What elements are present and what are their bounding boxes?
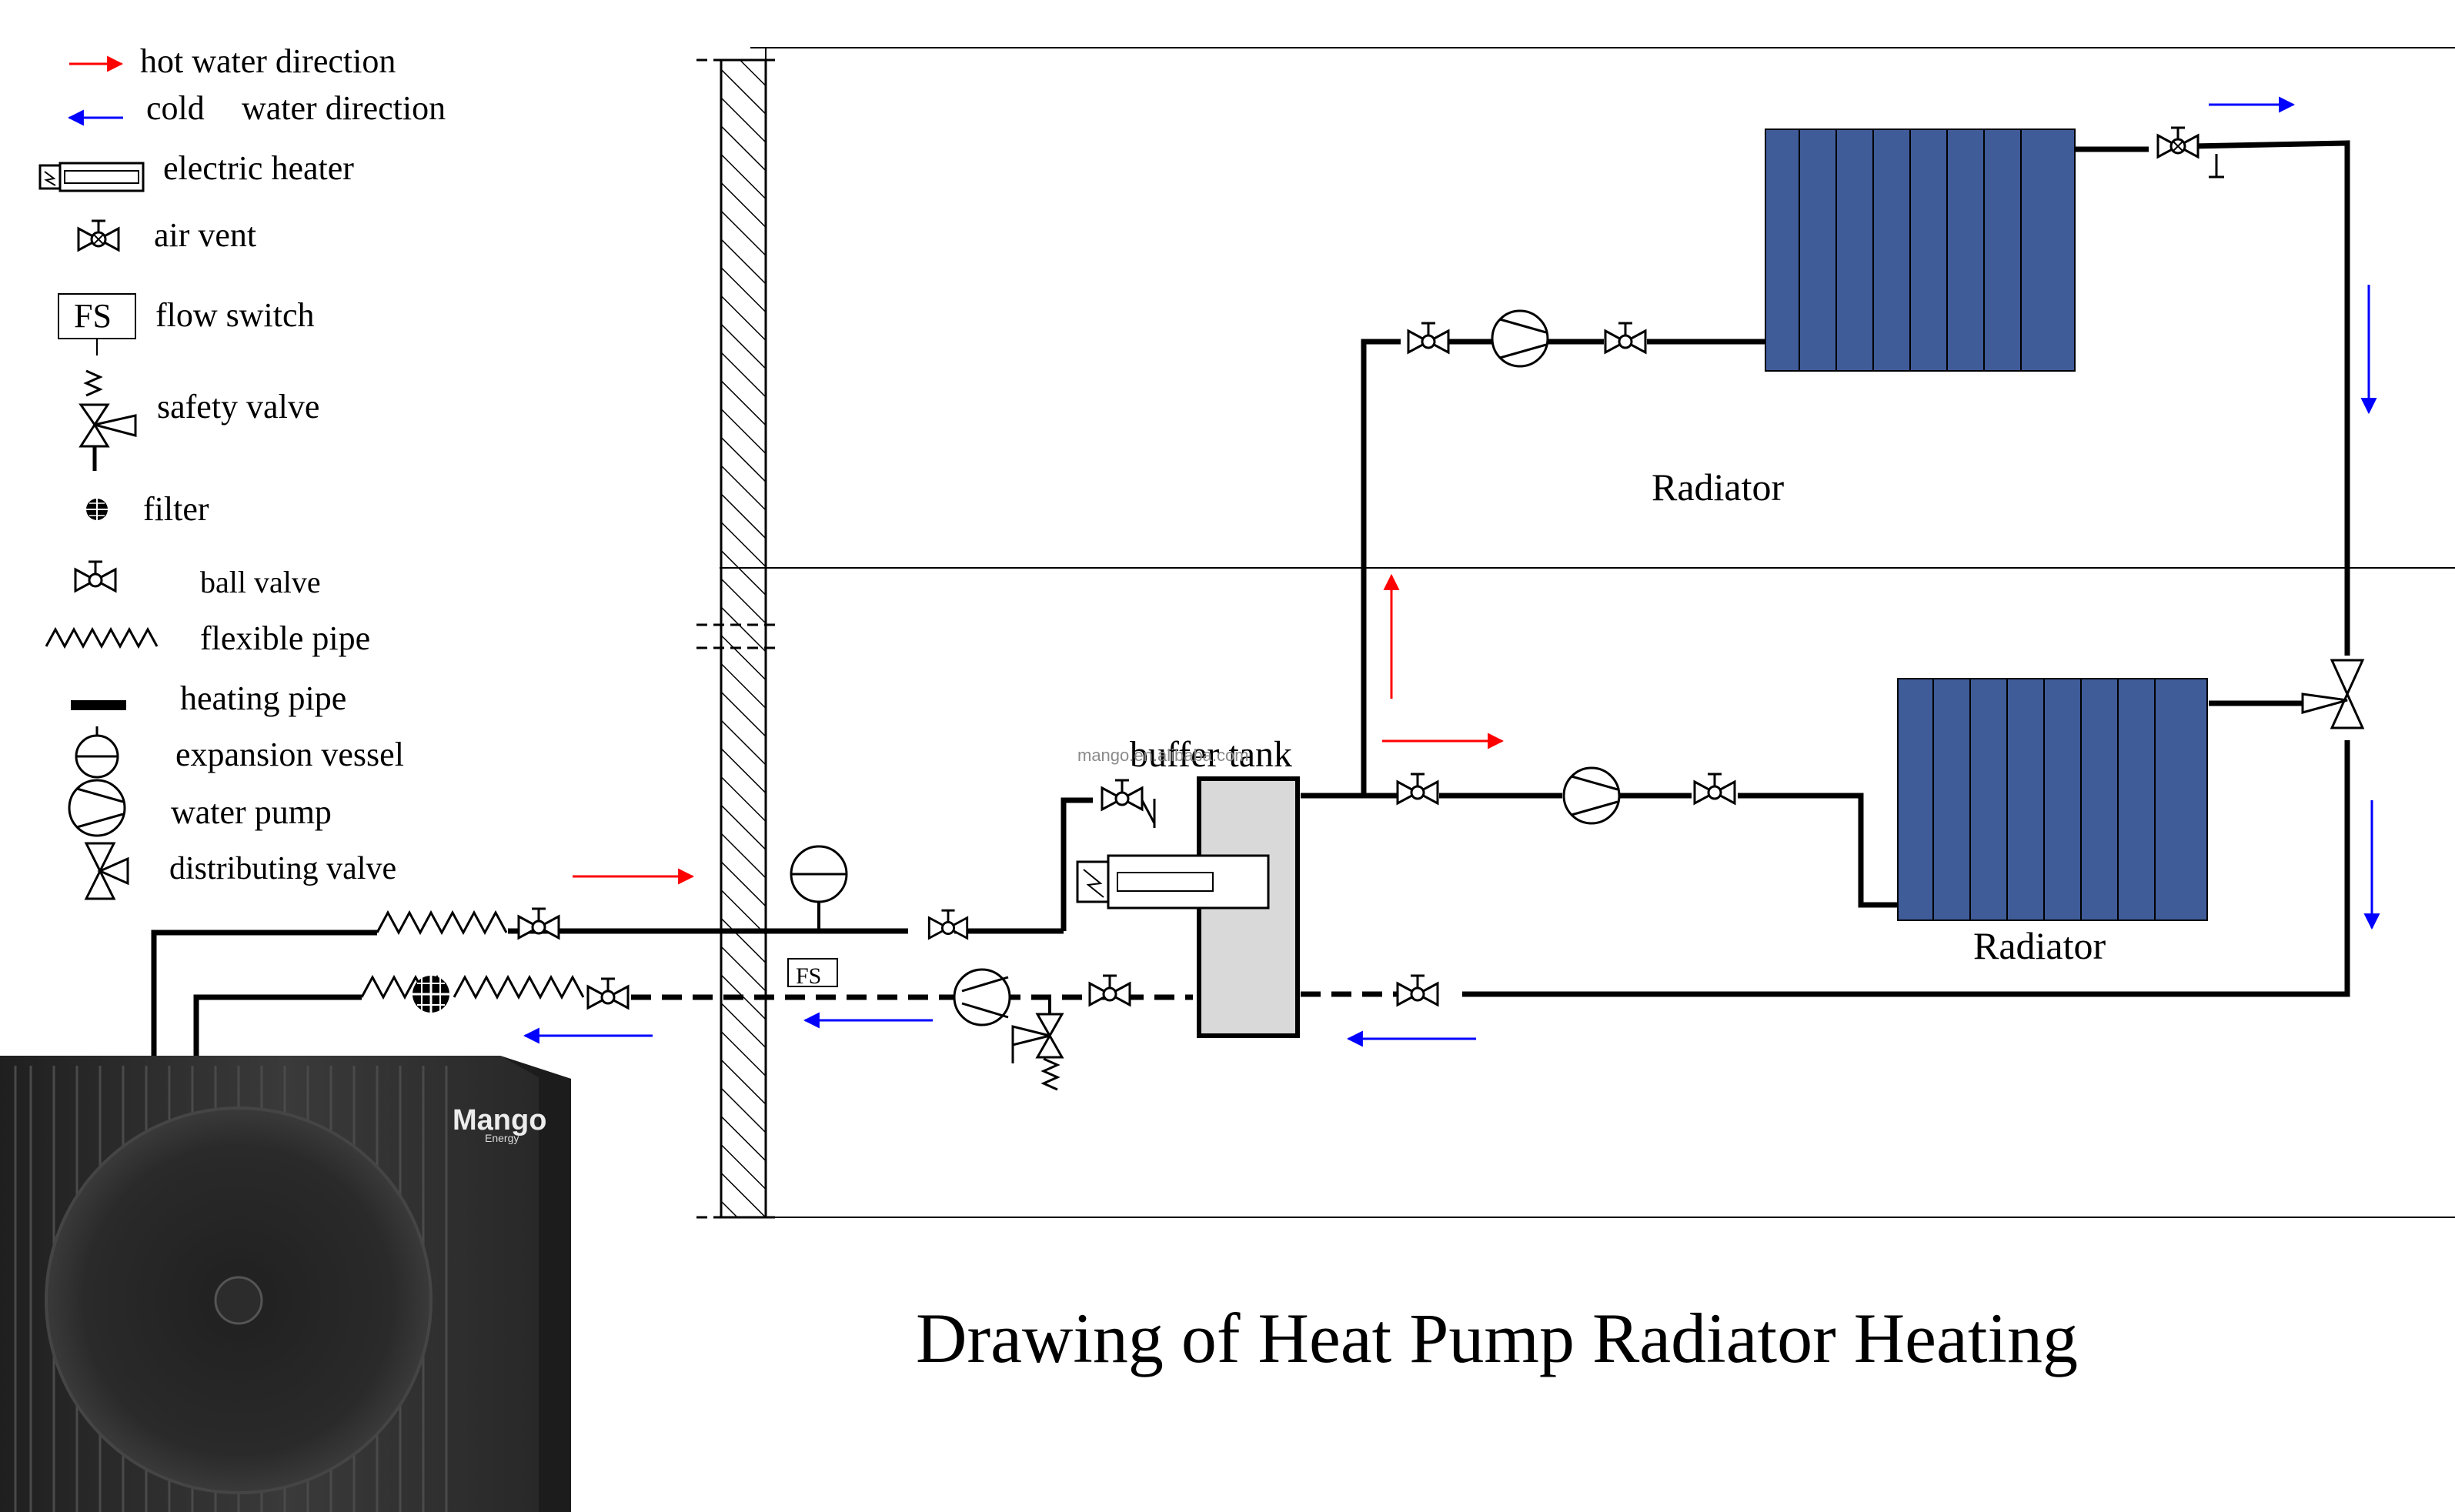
legend-hot-water: hot water direction xyxy=(140,42,396,80)
water-pump-icon xyxy=(68,779,126,837)
air-vent-icon xyxy=(77,219,120,252)
safety-valve-return xyxy=(1011,997,1064,1091)
distributing-valve-icon xyxy=(84,842,129,900)
diagram-title: Drawing of Heat Pump Radiator Heating xyxy=(916,1299,2078,1377)
building-frame xyxy=(720,47,2455,1218)
legend: hot water direction cold water direction… xyxy=(38,42,446,900)
ball-valve-icon xyxy=(74,560,117,592)
expansion-vessel xyxy=(790,845,848,931)
ball-valve-supply-indoor xyxy=(927,909,969,940)
ball-valve-upper-supply xyxy=(1407,322,1450,354)
water-pump-return xyxy=(953,968,1011,1026)
buffer-tank xyxy=(1076,776,1300,1038)
flexible-pipe-icon xyxy=(45,626,159,649)
electric-heater-icon xyxy=(38,162,145,192)
legend-ball-valve: ball valve xyxy=(200,565,321,599)
legend-distributing-valve: distributing valve xyxy=(169,851,396,886)
legend-flexible-pipe: flexible pipe xyxy=(200,619,370,657)
legend-heating-pipe: heating pipe xyxy=(180,679,346,717)
ball-valve-tank-inlet xyxy=(1101,779,1144,811)
radiator-upper-label: Radiator xyxy=(1652,466,1785,509)
water-pump-upper xyxy=(1491,309,1549,368)
legend-air-vent: air vent xyxy=(154,216,256,254)
cold-flow-arrows xyxy=(523,96,2380,1047)
legend-cold-2: water direction xyxy=(242,89,446,127)
ball-valve-return-main xyxy=(1396,974,1439,1006)
radiator-lower xyxy=(1897,678,2208,921)
ball-valve-return-tank xyxy=(1088,974,1131,1006)
water-pump-lower xyxy=(1562,766,1621,825)
hot-flow-arrows xyxy=(573,573,1505,885)
flow-switch-icon: FS xyxy=(58,293,136,355)
flexible-pipe-return-b xyxy=(453,974,585,1000)
legend-filter: filter xyxy=(143,490,209,528)
wall xyxy=(696,58,777,1219)
unit-logo-sub: Energy xyxy=(485,1132,519,1144)
ball-valve-lower-radiator xyxy=(1693,773,1736,805)
filter-icon xyxy=(86,499,108,520)
ball-valve-lower-supply xyxy=(1396,773,1439,805)
flexible-pipe-supply xyxy=(376,910,508,936)
heating-pipes xyxy=(151,140,2350,1056)
heat-pump-outdoor-unit: Mango Energy xyxy=(0,1056,571,1512)
safety-valve-icon xyxy=(78,369,137,471)
expansion-vessel-icon xyxy=(75,726,119,779)
flow-switch-symbol: FS xyxy=(74,297,112,335)
heating-pipe-icon xyxy=(71,700,126,710)
legend-flow-switch: flow switch xyxy=(155,296,315,334)
legend-safety-valve: safety valve xyxy=(157,388,319,426)
legend-electric-heater: electric heater xyxy=(163,149,354,187)
legend-expansion-vessel: expansion vessel xyxy=(175,736,404,773)
distributing-valve xyxy=(2301,659,2365,729)
buffer-tank-label: buffer tank xyxy=(1130,734,1292,775)
ball-valve-return-outdoor xyxy=(586,977,630,1010)
flow-switch-label: FS xyxy=(796,963,821,989)
return-filter-icon xyxy=(413,976,449,1013)
unit-logo: Mango xyxy=(453,1104,546,1137)
watermark: mango.en.alibaba.com xyxy=(1077,746,1249,765)
flow-switch-inline: FS xyxy=(787,958,838,989)
air-vent-upper-radiator xyxy=(2156,126,2199,159)
ball-valve-upper-radiator xyxy=(1604,322,1647,354)
radiator-upper xyxy=(1765,129,2076,372)
legend-cold-1: cold xyxy=(146,89,205,127)
radiator-lower-label: Radiator xyxy=(1973,924,2106,967)
ball-valve-supply-outdoor xyxy=(517,907,560,940)
legend-water-pump: water pump xyxy=(171,793,332,831)
